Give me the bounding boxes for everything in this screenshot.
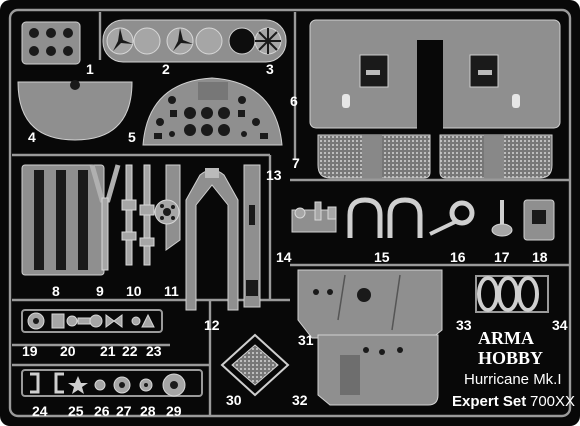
label-21: 21 bbox=[100, 343, 116, 359]
label-25: 25 bbox=[68, 403, 84, 419]
label-13: 13 bbox=[266, 167, 282, 183]
label-24: 24 bbox=[32, 403, 48, 419]
part-2-3-dials bbox=[102, 19, 287, 63]
label-19: 19 bbox=[22, 343, 38, 359]
part-13-rail bbox=[243, 164, 261, 308]
label-30: 30 bbox=[226, 392, 242, 408]
label-10: 10 bbox=[126, 283, 142, 299]
label-20: 20 bbox=[60, 343, 76, 359]
label-18: 18 bbox=[532, 249, 548, 265]
part-1-instrument-bezel bbox=[21, 21, 81, 65]
label-11: 11 bbox=[164, 283, 179, 299]
label-17: 17 bbox=[494, 249, 510, 265]
set-code: 700XX bbox=[530, 393, 575, 410]
label-2: 2 bbox=[162, 61, 170, 77]
label-22: 22 bbox=[122, 343, 138, 359]
label-26: 26 bbox=[94, 403, 110, 419]
part-11-wheel bbox=[154, 164, 181, 251]
set-label: Expert Set bbox=[452, 393, 526, 410]
part-19-23-small-parts bbox=[21, 309, 163, 333]
part-9-10-harness bbox=[89, 164, 155, 271]
label-8: 8 bbox=[52, 283, 60, 299]
part-7-mesh-grilles bbox=[317, 134, 553, 179]
part-31-side-panel bbox=[297, 269, 443, 339]
part-labels: 1 2 3 4 5 6 7 8 9 10 11 12 13 14 15 16 1… bbox=[22, 61, 568, 419]
part-30-diamond-panel bbox=[220, 333, 290, 397]
part-8-straps bbox=[21, 164, 105, 276]
label-3: 3 bbox=[266, 61, 274, 77]
part-4-seat-back bbox=[17, 81, 133, 141]
label-1: 1 bbox=[86, 61, 94, 77]
part-6-fuselage-panel bbox=[309, 19, 561, 132]
part-24-29-small-parts bbox=[21, 369, 203, 397]
brand-logo-line1: ARMA bbox=[478, 328, 534, 348]
label-7: 7 bbox=[292, 155, 300, 171]
part-16-hook bbox=[429, 200, 475, 236]
part-33-34-rings bbox=[475, 275, 549, 313]
label-15: 15 bbox=[374, 249, 390, 265]
product-name: Hurricane Mk.I bbox=[464, 371, 562, 388]
label-31: 31 bbox=[298, 332, 314, 348]
part-12-harness-frame bbox=[185, 168, 239, 311]
label-5: 5 bbox=[128, 129, 136, 145]
label-6: 6 bbox=[290, 93, 298, 109]
part-17-pedal bbox=[491, 200, 513, 237]
part-18-plate bbox=[523, 199, 555, 241]
part-15-brackets bbox=[347, 197, 423, 238]
label-12: 12 bbox=[204, 317, 220, 333]
label-16: 16 bbox=[450, 249, 466, 265]
label-34: 34 bbox=[552, 317, 568, 333]
part-14-levers bbox=[291, 201, 337, 233]
part-32-lower-panel bbox=[317, 334, 439, 406]
brand-logo-line2: HOBBY bbox=[478, 348, 543, 368]
label-32: 32 bbox=[292, 392, 308, 408]
label-33: 33 bbox=[456, 317, 472, 333]
label-29: 29 bbox=[166, 403, 182, 419]
label-23: 23 bbox=[146, 343, 162, 359]
label-27: 27 bbox=[116, 403, 132, 419]
part-5-instrument-panel bbox=[142, 77, 283, 146]
label-14: 14 bbox=[276, 249, 292, 265]
label-28: 28 bbox=[140, 403, 156, 419]
label-4: 4 bbox=[28, 129, 36, 145]
label-9: 9 bbox=[96, 283, 104, 299]
brand-block: ARMA HOBBY Hurricane Mk.I Expert Set 700… bbox=[452, 328, 575, 410]
